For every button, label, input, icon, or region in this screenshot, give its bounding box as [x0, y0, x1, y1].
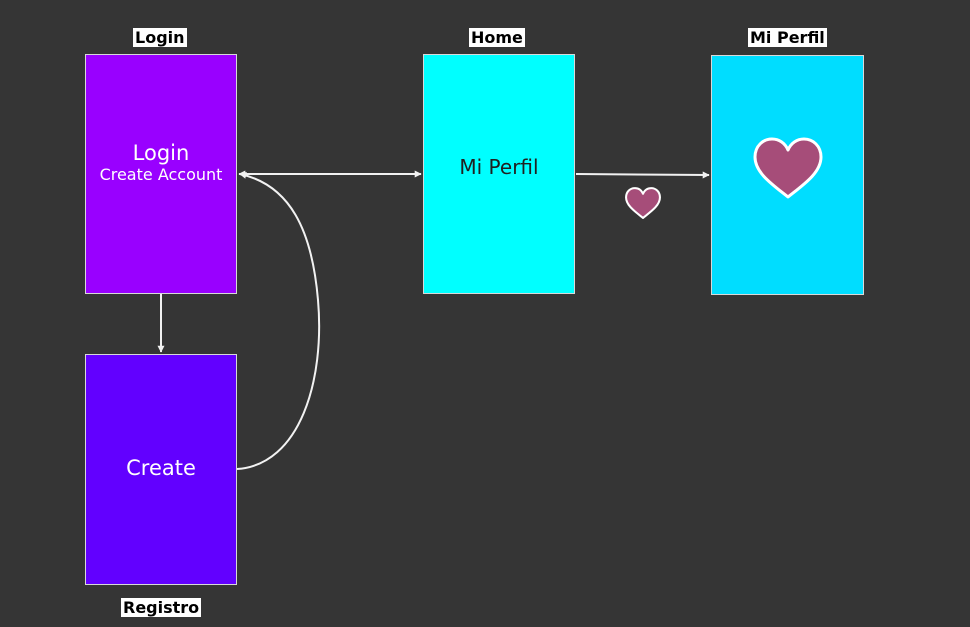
heart-icon [753, 137, 822, 198]
create-account-text: Create Account [99, 165, 223, 184]
arrow-create-login [236, 171, 321, 470]
arrow-home-perfil [575, 171, 710, 179]
login-screen-box[interactable]: Login Create Account [85, 54, 237, 294]
create-screen-box[interactable]: Create [85, 354, 237, 585]
home-mi-perfil-text: Mi Perfil [459, 155, 539, 179]
label-registro: Registro [121, 598, 202, 617]
home-screen-box[interactable]: Mi Perfil [423, 54, 575, 294]
mi-perfil-screen-box[interactable] [711, 55, 864, 295]
heart-icon [625, 187, 661, 219]
label-home: Home [469, 28, 525, 47]
create-title: Create [126, 455, 196, 480]
login-title: Login [132, 141, 190, 165]
label-mi-perfil: Mi Perfil [748, 28, 827, 47]
label-login: Login [133, 28, 187, 47]
